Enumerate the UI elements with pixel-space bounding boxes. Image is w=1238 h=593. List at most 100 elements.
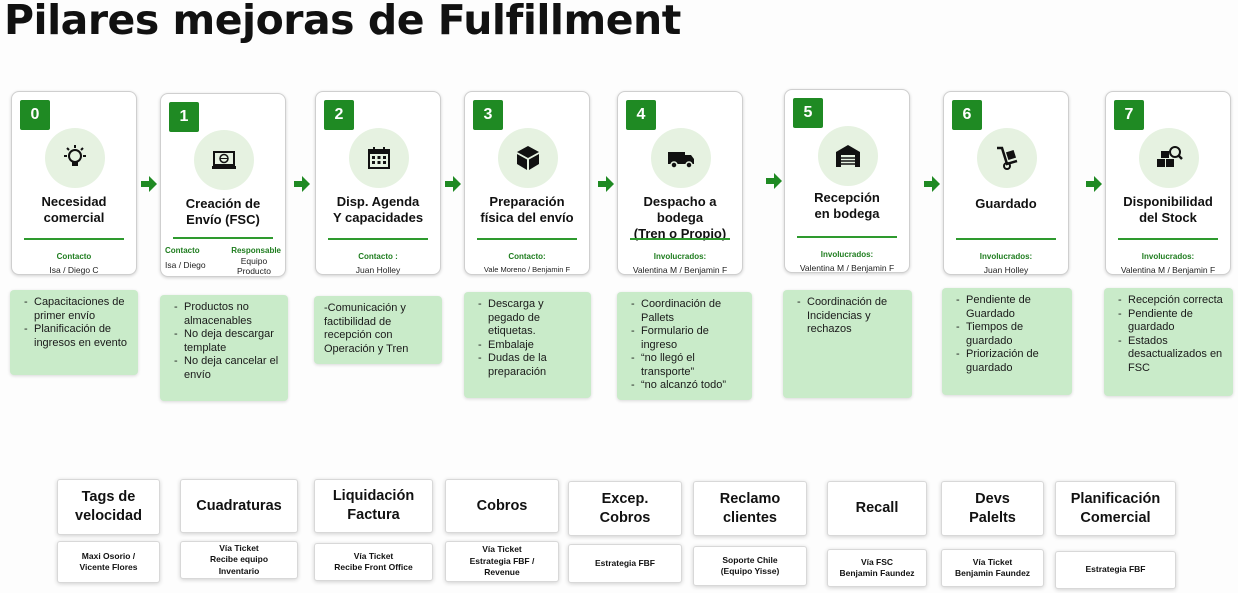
list-item: Estados desactualizados en FSC: [1118, 335, 1225, 376]
step-notes-4: Coordinación de Pallets Formulario de in…: [617, 292, 752, 400]
inventory-search-icon: [1139, 128, 1199, 188]
box-icon: [498, 128, 558, 188]
step-number-badge: 4: [626, 100, 656, 130]
list-item: Priorización de guardado: [956, 348, 1064, 375]
list-item: Recepción correcta: [1118, 294, 1225, 308]
tag-planificacion-comercial[interactable]: Planificación Comercial: [1055, 481, 1176, 536]
arrow-right-icon: [598, 176, 614, 192]
tag-owner: Soporte Chile (Equipo Yisse): [693, 546, 807, 586]
step-notes-2: -Comunicación y factibilidad de recepció…: [314, 296, 442, 364]
step-notes-7: Recepción correcta Pendiente de guardado…: [1104, 288, 1233, 396]
tag-owner: Estrategia FBF: [1055, 551, 1176, 589]
divider: [1118, 238, 1218, 240]
arrow-right-icon: [445, 176, 461, 192]
step-notes-6: Pendiente de Guardado Tiempos de guardad…: [942, 288, 1072, 395]
contact-name: Juan Holley: [983, 265, 1029, 275]
step-number-badge: 7: [1114, 100, 1144, 130]
step-card-1[interactable]: 1 Creación de Envío (FSC) Contacto Isa /…: [160, 93, 286, 277]
contact-name: Valentina M / Benjamin F: [632, 265, 728, 275]
contact-name: Valentina M / Benjamin F: [1120, 265, 1216, 275]
contact-name: Isa / Diego: [165, 260, 206, 270]
step-card-0[interactable]: 0 Necesidad comercial Contacto Isa / Die…: [11, 91, 137, 275]
list-item: Productos no almacenables: [174, 301, 280, 328]
step-card-2[interactable]: 2 Disp. Agenda Y capacidades Contacto : …: [315, 91, 441, 275]
list-item: Planificación de ingresos en evento: [24, 323, 130, 350]
list-item: Formulario de ingreso: [631, 325, 744, 352]
hand-truck-icon: [977, 128, 1037, 188]
tag-tags-velocidad[interactable]: Tags de velocidad: [57, 479, 160, 535]
tag-owner: Vía Ticket Recibe Front Office: [314, 543, 433, 581]
step-number-badge: 6: [952, 100, 982, 130]
tag-devs-palelts[interactable]: Devs Palelts: [941, 481, 1044, 536]
step-title: Recepción en bodega: [814, 190, 880, 221]
list-item: “no llegó el transporte”: [631, 352, 744, 379]
contact-name: Isa / Diego C: [49, 265, 99, 275]
note-text: -Comunicación y factibilidad de recepció…: [324, 302, 409, 355]
step-title: Disp. Agenda Y capacidades: [332, 194, 424, 225]
list-item: Pendiente de Guardado: [956, 294, 1064, 321]
step-card-4[interactable]: 4 Despacho a bodega (Tren o Propio) Invo…: [617, 91, 743, 275]
step-card-7[interactable]: 7 Disponibilidad del Stock Involucrados:…: [1105, 91, 1231, 275]
step-title: Despacho a bodega (Tren o Propio): [633, 194, 727, 241]
contact-label: Involucrados:: [979, 252, 1033, 261]
step-title: Disponibilidad del Stock: [1123, 194, 1213, 225]
tag-owner: Vía FSC Benjamin Faundez: [827, 549, 927, 587]
contact-label: Contacto: [165, 246, 200, 255]
step-title: Necesidad comercial: [41, 194, 107, 225]
tag-owner: Estrategia FBF: [568, 544, 682, 583]
list-item: No deja descargar template: [174, 328, 280, 355]
tag-liquidacion-factura[interactable]: Liquidación Factura: [314, 479, 433, 533]
step-title: Guardado: [975, 196, 1037, 211]
list-item: No deja cancelar el envío: [174, 355, 280, 382]
step-number-badge: 5: [793, 98, 823, 128]
divider: [173, 237, 273, 239]
list-item: Embalaje: [478, 339, 583, 353]
tag-owner: Vía Ticket Benjamin Faundez: [941, 549, 1044, 587]
step-card-3[interactable]: 3 Preparación física del envío Contacto:…: [464, 91, 590, 275]
divider: [24, 238, 124, 240]
tag-recall[interactable]: Recall: [827, 481, 927, 536]
contact-name: Vale Moreno / Benjamin F: [483, 265, 571, 274]
contact-name: Juan Holley: [355, 265, 401, 275]
arrow-right-icon: [924, 176, 940, 192]
step-number-badge: 1: [169, 102, 199, 132]
tag-cobros[interactable]: Cobros: [445, 479, 559, 533]
divider: [797, 236, 897, 238]
list-item: Capacitaciones de primer envío: [24, 296, 130, 323]
step-notes-0: Capacitaciones de primer envío Planifica…: [10, 290, 138, 375]
step-number-badge: 0: [20, 100, 50, 130]
contact-label: Involucrados:: [653, 252, 707, 261]
responsible-name: Equipo Producto: [236, 256, 271, 276]
warehouse-icon: [818, 126, 878, 186]
step-title: Creación de Envío (FSC): [185, 196, 261, 227]
arrow-right-icon: [1086, 176, 1102, 192]
contact-label: Involucrados:: [820, 250, 874, 259]
contact-label: Involucrados:: [1141, 252, 1195, 261]
tag-excep-cobros[interactable]: Excep. Cobros: [568, 481, 682, 536]
tag-cuadraturas[interactable]: Cuadraturas: [180, 479, 298, 533]
divider: [477, 238, 577, 240]
page-title: Pilares mejoras de Fulfillment: [4, 0, 681, 44]
list-item: Descarga y pegado de etiquetas.: [478, 298, 583, 339]
lightbulb-icon: [45, 128, 105, 188]
step-notes-1: Productos no almacenables No deja descar…: [160, 295, 288, 401]
arrow-right-icon: [766, 173, 782, 189]
contact-name: Valentina M / Benjamin F: [799, 263, 895, 273]
tag-reclamo-clientes[interactable]: Reclamo clientes: [693, 481, 807, 536]
step-number-badge: 2: [324, 100, 354, 130]
tag-owner: Maxi Osorio / Vicente Flores: [57, 541, 160, 583]
laptop-globe-icon: [194, 130, 254, 190]
step-card-5[interactable]: 5 Recepción en bodega Involucrados: Vale…: [784, 89, 910, 273]
contact-label: Contacto: [56, 252, 92, 261]
list-item: Pendiente de guardado: [1118, 308, 1225, 335]
step-notes-5: Coordinación de Incidencias y rechazos: [783, 290, 912, 398]
list-item: Tiempos de guardado: [956, 321, 1064, 348]
step-card-6[interactable]: 6 Guardado Involucrados: Juan Holley: [943, 91, 1069, 275]
contact-label: Contacto :: [358, 252, 398, 261]
step-title: Preparación física del envío: [480, 194, 574, 225]
divider: [328, 238, 428, 240]
tag-owner: Vía Ticket Estrategia FBF / Revenue: [445, 541, 559, 582]
contact-label: Contacto:: [508, 252, 546, 261]
arrow-right-icon: [141, 176, 157, 192]
step-notes-3: Descarga y pegado de etiquetas. Embalaje…: [464, 292, 591, 398]
